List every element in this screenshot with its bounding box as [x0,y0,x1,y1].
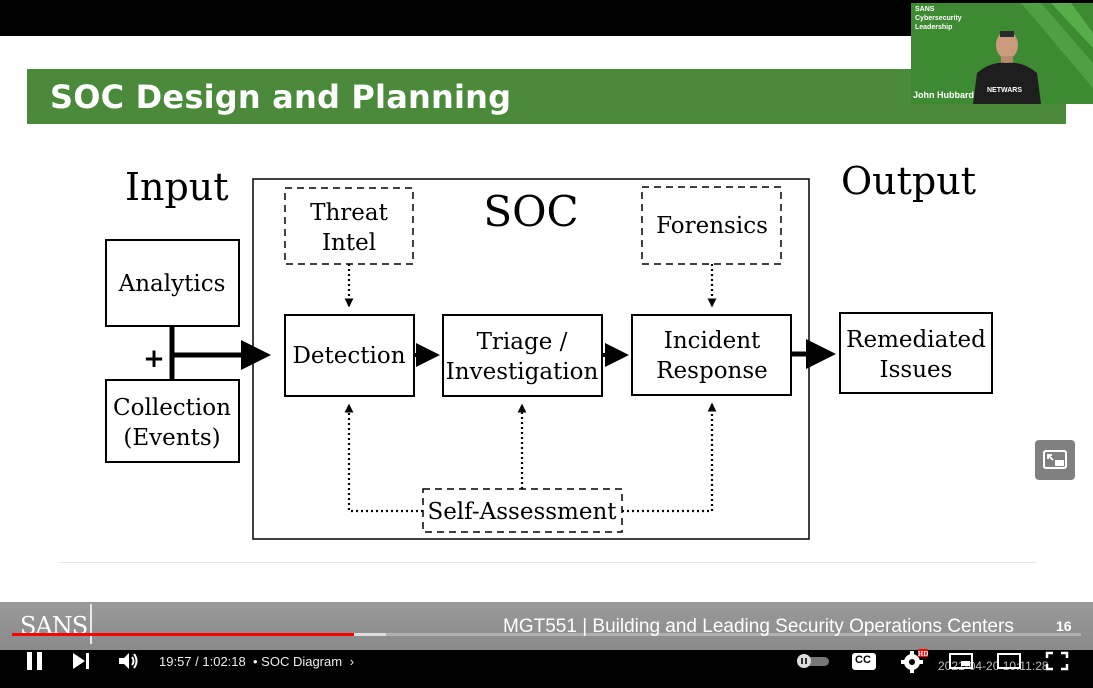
footer-divider [90,604,92,644]
time-display: 19:57 / 1:02:18 [159,654,246,669]
chevron-right-icon: › [349,654,355,669]
collection-label-1: Collection [113,395,231,421]
autoplay-pause-icon [801,658,803,664]
threat-intel-box [284,187,414,265]
gear-icon [901,651,923,673]
slide-separator [58,562,1036,563]
cc-icon: CC [855,654,871,666]
theater-icon [997,653,1021,669]
miniplayer-icon [1043,450,1067,469]
forensics-label: Forensics [656,213,768,239]
theater-mode-button[interactable] [996,651,1022,671]
progress-played [12,633,354,636]
incident-response-box [631,314,792,396]
miniplayer-control-button[interactable] [948,651,974,671]
soc-label: SOC [483,187,578,236]
next-icon [73,653,85,669]
autoplay-toggle[interactable] [795,653,831,669]
arrow-self-detection [344,403,423,513]
output-label: Output [841,159,976,203]
remediated-label-2: Issues [880,357,953,383]
arrow-self-incident [622,402,717,513]
miniplayer-control-icon [949,653,973,669]
self-assessment-box [422,488,623,533]
analytics-box [105,239,240,327]
remediated-label-1: Remediated [846,327,986,353]
slide-title: SOC Design and Planning [50,78,512,116]
volume-button[interactable] [116,650,142,672]
fullscreen-button[interactable] [1044,650,1070,672]
pause-button[interactable] [22,650,48,672]
fullscreen-icon [1045,651,1069,671]
input-label: Input [125,165,229,209]
chapter-button[interactable]: • SOC Diagram › [253,654,354,669]
progress-track[interactable] [12,633,1081,636]
course-title: MGT551 | Building and Leading Security O… [503,616,1014,637]
presenter-name: John Hubbard [913,90,974,100]
miniplayer-button[interactable] [1035,440,1075,480]
detection-label: Detection [292,343,405,369]
plus-sign: + [143,344,165,374]
settings-button[interactable]: HD [900,649,928,673]
presenter-webcam: SANS Cybersecurity Leadership John Hubba… [911,3,1093,104]
slide-page-number: 16 [1056,618,1072,634]
triage-label-1: Triage / [477,329,568,355]
remediated-box [839,312,993,394]
self-assessment-label: Self-Assessment [427,499,617,525]
threat-intel-label-2: Intel [322,230,376,256]
threat-intel-label-1: Threat [310,200,388,226]
analytics-label: Analytics [118,271,226,297]
slide-footer [0,602,1093,650]
shirt-text: NETWARS [987,87,1022,94]
subtitles-button[interactable]: CC [852,653,876,670]
triage-box [442,314,603,397]
collection-label-2: (Events) [123,425,220,451]
webcam-brand: SANS Cybersecurity Leadership [915,6,962,31]
chapter-title: • SOC Diagram [253,654,343,669]
incident-label-2: Response [656,358,768,384]
pause-icon [27,652,32,670]
top-black-bar [0,0,1093,36]
volume-icon [119,653,129,669]
collection-box [105,379,240,463]
hd-badge: HD [918,651,928,658]
next-button[interactable] [70,650,94,672]
slide-title-band [27,69,1066,124]
forensics-box [641,186,782,265]
incident-label-1: Incident [664,328,761,354]
triage-label-2: Investigation [446,359,599,385]
